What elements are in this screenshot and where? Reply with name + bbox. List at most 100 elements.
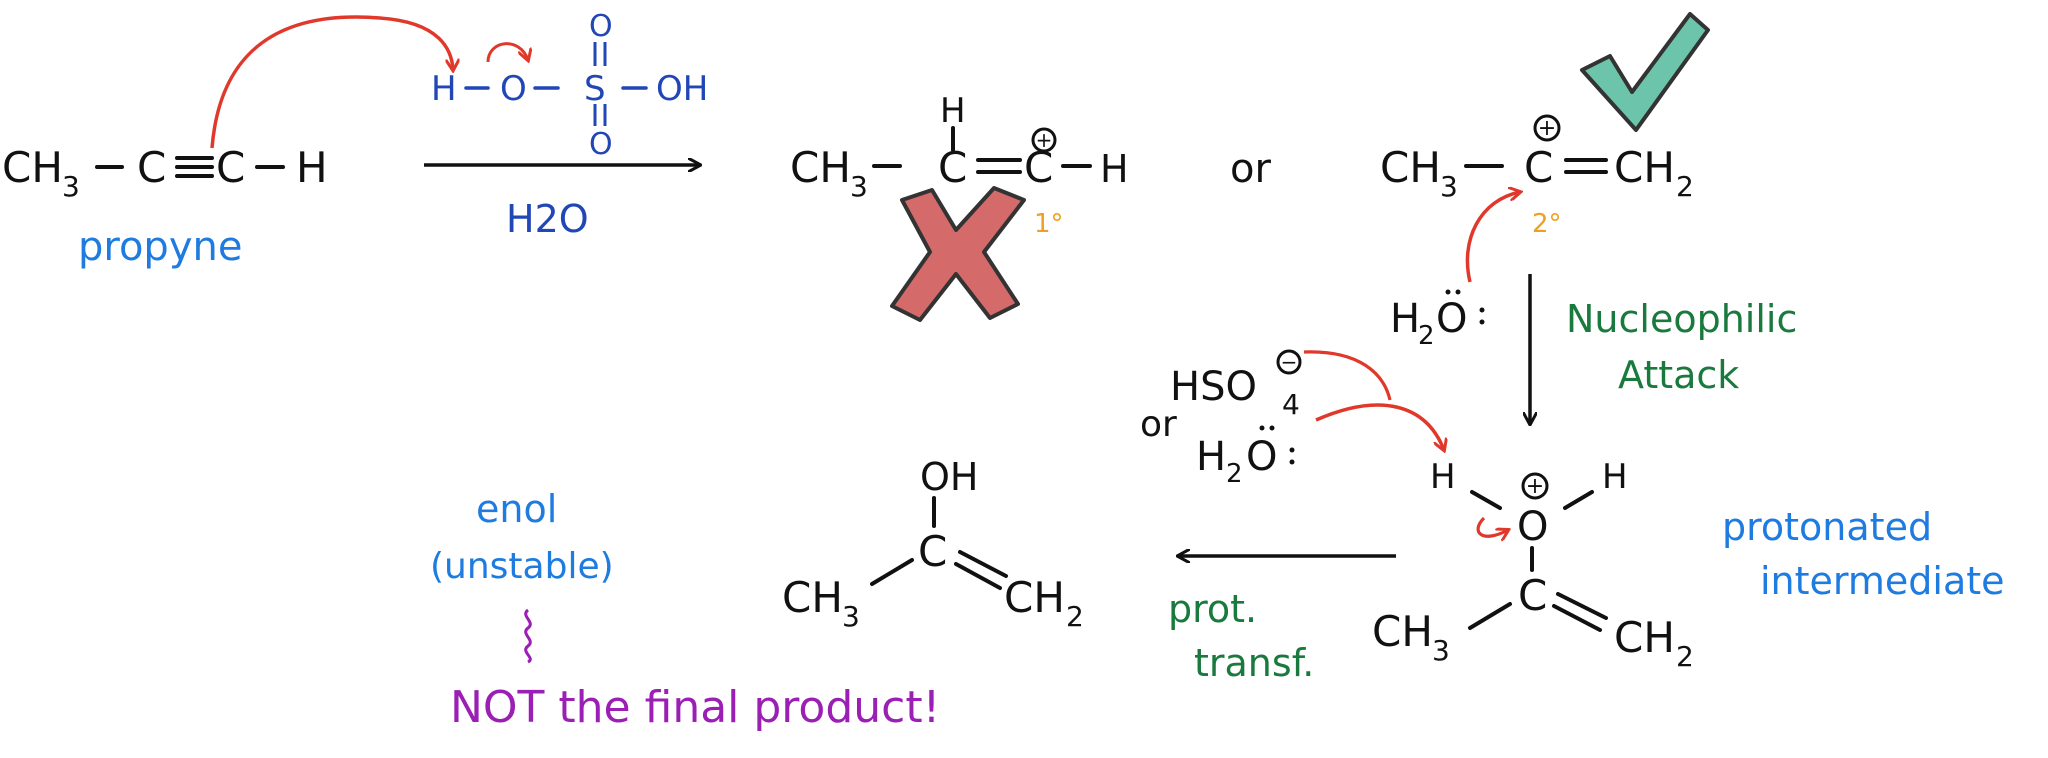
base-water: H 2 O	[1196, 425, 1295, 489]
base-hso4: HSO 4 −	[1170, 349, 1302, 421]
int-ch2: CH	[1614, 613, 1675, 662]
base-water-sub2: 2	[1226, 459, 1243, 489]
primary-carbocation: CH 3 H C C + H 1°	[790, 91, 1129, 239]
propyne-structure: CH 3 C C H propyne	[2, 143, 328, 270]
int-h-right: H	[1602, 457, 1628, 497]
curved-arrow-oh-bond	[1476, 516, 1508, 536]
propyne-sub3: 3	[62, 170, 80, 203]
plus-charge-circle	[1031, 127, 1057, 153]
curved-arrow-base-to-h	[1315, 403, 1444, 450]
plus-charge: +	[1526, 474, 1544, 499]
propyne-c1: C	[216, 143, 245, 192]
cation1-c2: C	[938, 143, 967, 192]
water-sub2: 2	[1418, 321, 1435, 351]
acid-o-top: O	[589, 9, 613, 44]
protonated-intermediate: H H O + C CH 3 CH 2	[1372, 457, 1694, 673]
acid-o-bottom: O	[589, 127, 613, 162]
transf-label: transf.	[1194, 641, 1314, 685]
bond-single	[1468, 602, 1512, 630]
lone-pair-dot	[1455, 289, 1461, 295]
bond-double-1	[958, 550, 1008, 578]
int-c: C	[1518, 571, 1547, 620]
lone-pair-dot	[1289, 459, 1295, 465]
reagent-h2o: H2O	[506, 197, 589, 241]
plus-charge: +	[1036, 128, 1053, 152]
enol-label: enol	[476, 487, 557, 531]
cation2-ch3: CH	[1380, 143, 1441, 192]
acid-h: H	[431, 69, 457, 109]
cation1-ch3: CH	[790, 143, 851, 192]
sulfuric-acid-structure: H O S O O OH	[431, 9, 708, 162]
cation1-h: H	[1100, 147, 1129, 191]
prot-label: prot.	[1168, 587, 1257, 631]
unstable-label: (unstable)	[430, 546, 614, 587]
curved-arrow-water-to-cation	[1465, 192, 1520, 283]
protonated-label: protonated	[1722, 505, 1932, 549]
enol-c: C	[918, 527, 947, 576]
intermediate-label: intermediate	[1760, 559, 2005, 603]
enol-ch3: CH	[782, 573, 843, 622]
bond-double-2	[1552, 604, 1602, 632]
enol-ch2: CH	[1004, 573, 1065, 622]
nucleophilic-label: Nucleophilic	[1566, 297, 1797, 341]
int-ch3: CH	[1372, 607, 1433, 656]
propyne-ch3: CH	[2, 143, 63, 192]
cation1-h-top: H	[940, 91, 966, 131]
acid-oh: OH	[656, 69, 708, 109]
cation2-sub2: 2	[1676, 170, 1694, 203]
bond-double-1	[1556, 592, 1608, 620]
cation2-ch2: CH	[1614, 143, 1675, 192]
x-mark-icon	[890, 186, 1026, 322]
base-water-h: H	[1196, 434, 1226, 480]
plus-charge: +	[1538, 116, 1556, 141]
primary-label: 1°	[1034, 209, 1064, 239]
squiggle-connector	[524, 608, 532, 664]
propyne-h: H	[296, 143, 328, 192]
attack-label: Attack	[1618, 353, 1739, 397]
bond-single	[1470, 490, 1502, 510]
cation2-sub3: 3	[1440, 170, 1458, 203]
int-o: O	[1517, 504, 1548, 550]
hso4-text: HSO	[1170, 364, 1257, 410]
lone-pair-dot	[1479, 307, 1485, 313]
cation1-sub3: 3	[850, 170, 868, 203]
minus-charge-circle	[1276, 349, 1302, 375]
propyne-c2: C	[137, 143, 166, 192]
enol-structure: OH C CH 3 CH 2	[782, 455, 1084, 633]
plus-charge-circle	[1521, 472, 1549, 500]
base-water-o: O	[1246, 434, 1277, 480]
lone-pair-dot	[1445, 289, 1451, 295]
bond-single	[1563, 490, 1594, 510]
hso4-sub4: 4	[1282, 388, 1300, 421]
minus-charge: −	[1281, 350, 1298, 374]
lone-pair-dot	[1479, 319, 1485, 325]
int-sub3: 3	[1432, 634, 1450, 667]
lone-pair-dot	[1259, 425, 1265, 431]
enol-sub3: 3	[842, 600, 860, 633]
cation2-c2: C	[1524, 143, 1553, 192]
check-mark-icon	[1580, 12, 1710, 132]
not-final-product-label: NOT the final product!	[450, 682, 940, 733]
or-label-1: or	[1230, 146, 1271, 192]
curved-arrow-bond-to-o	[486, 42, 528, 62]
lone-pair-dot	[1289, 447, 1295, 453]
water-nucleophile: H 2 O	[1390, 289, 1485, 351]
propyne-label: propyne	[78, 224, 242, 270]
curved-arrow-hso4	[1303, 350, 1392, 401]
lone-pair-dot	[1269, 425, 1275, 431]
water-o: O	[1436, 296, 1467, 342]
secondary-label: 2°	[1532, 209, 1562, 239]
int-sub2: 2	[1676, 640, 1694, 673]
curved-arrow-pi-to-h	[210, 15, 453, 149]
acid-o1: O	[500, 69, 527, 109]
acid-s: S	[584, 69, 606, 109]
int-h-left: H	[1430, 457, 1456, 497]
enol-sub2: 2	[1066, 600, 1084, 633]
water-h: H	[1390, 296, 1420, 342]
or-label-2: or	[1140, 404, 1177, 445]
enol-oh: OH	[920, 455, 978, 499]
bond-double-2	[954, 562, 1002, 590]
secondary-carbocation: CH 3 C + CH 2 2°	[1380, 114, 1694, 239]
bond-single	[870, 558, 914, 586]
